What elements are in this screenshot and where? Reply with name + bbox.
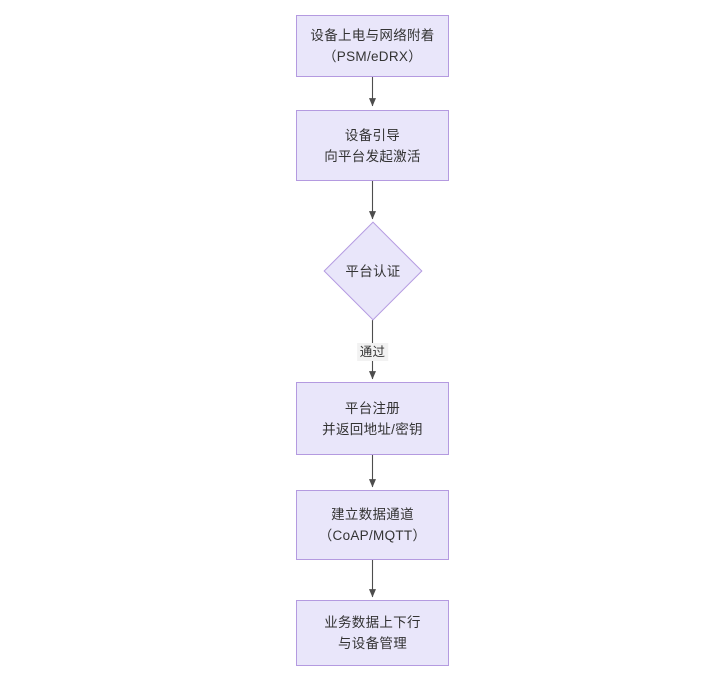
node-platform-register[interactable]: 平台注册 并返回地址/密钥 — [296, 382, 449, 455]
node-service-data-line-2: 与设备管理 — [338, 636, 407, 651]
node-service-data-line-1: 业务数据上下行 — [324, 615, 421, 630]
node-platform-register-line-1: 平台注册 — [344, 400, 401, 416]
node-bootstrap-line-1: 设备引导 — [344, 127, 401, 143]
node-bootstrap[interactable]: 设备引导 向平台发起激活 — [296, 110, 449, 181]
node-data-channel[interactable]: 建立数据通道 （CoAP/MQTT） — [296, 490, 449, 560]
node-service-data[interactable]: 业务数据上下行 与设备管理 — [296, 600, 449, 666]
edge-label-pass: 通过 — [356, 343, 389, 361]
node-power-on-line-2: （PSM/eDRX） — [322, 49, 423, 64]
node-platform-auth[interactable]: 平台认证 — [323, 221, 423, 321]
node-platform-register-line-2: 并返回地址/密钥 — [322, 421, 423, 437]
node-power-on[interactable]: 设备上电与网络附着 （PSM/eDRX） — [296, 15, 449, 77]
node-platform-auth-label: 平台认证 — [345, 263, 401, 279]
node-bootstrap-line-2: 向平台发起激活 — [324, 148, 421, 164]
node-power-on-line-1: 设备上电与网络附着 — [310, 28, 435, 43]
node-data-channel-line-1: 建立数据通道 — [331, 507, 414, 522]
node-data-channel-line-2: （CoAP/MQTT） — [318, 528, 427, 543]
